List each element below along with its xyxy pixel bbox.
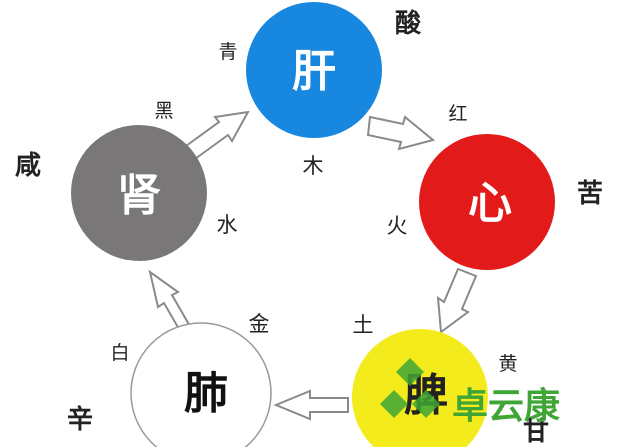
spleen-taste-label: 甘 xyxy=(523,417,549,447)
heart-taste-label: 苦 xyxy=(577,179,603,209)
organ-circles-group xyxy=(71,2,555,447)
kidney-taste-label: 咸 xyxy=(15,151,41,181)
lung-organ-label: 肺 xyxy=(184,368,228,419)
kidney-element-label: 水 xyxy=(217,213,238,237)
heart-color-label: 红 xyxy=(448,103,467,125)
liver-element-label: 木 xyxy=(303,154,324,178)
heart-element-label: 火 xyxy=(387,214,408,238)
watermark: 卓云康 xyxy=(380,358,560,427)
watermark-text: 卓云康 xyxy=(452,385,560,427)
liver-organ-label: 肝 xyxy=(292,46,336,97)
liver-circle xyxy=(246,2,382,138)
heart-organ-label: 心 xyxy=(468,178,512,229)
arrow-lung-to-kidney xyxy=(148,269,193,338)
heart-circle xyxy=(419,134,555,270)
kidney-color-label: 黑 xyxy=(154,100,173,122)
spleen-circle xyxy=(352,329,488,447)
lung-element-label: 金 xyxy=(249,312,270,336)
lung-circle xyxy=(130,322,272,447)
spleen-color-label: 黄 xyxy=(498,353,517,375)
arrow-heart-to-spleen xyxy=(436,267,478,334)
arrow-spleen-to-lung xyxy=(273,389,349,421)
spleen-element-label: 土 xyxy=(353,313,374,337)
liver-taste-label: 酸 xyxy=(395,9,422,39)
lung-color-label: 白 xyxy=(110,342,129,364)
kidney-circle xyxy=(71,125,207,261)
watermark-logo-icon xyxy=(380,358,440,418)
arrow-kidney-to-liver xyxy=(184,110,250,161)
arrow-liver-to-heart xyxy=(366,115,436,151)
lung-taste-label: 辛 xyxy=(67,404,93,435)
kidney-organ-label: 肾 xyxy=(117,170,161,221)
arrows-group xyxy=(148,110,478,421)
liver-color-label: 青 xyxy=(218,41,237,63)
